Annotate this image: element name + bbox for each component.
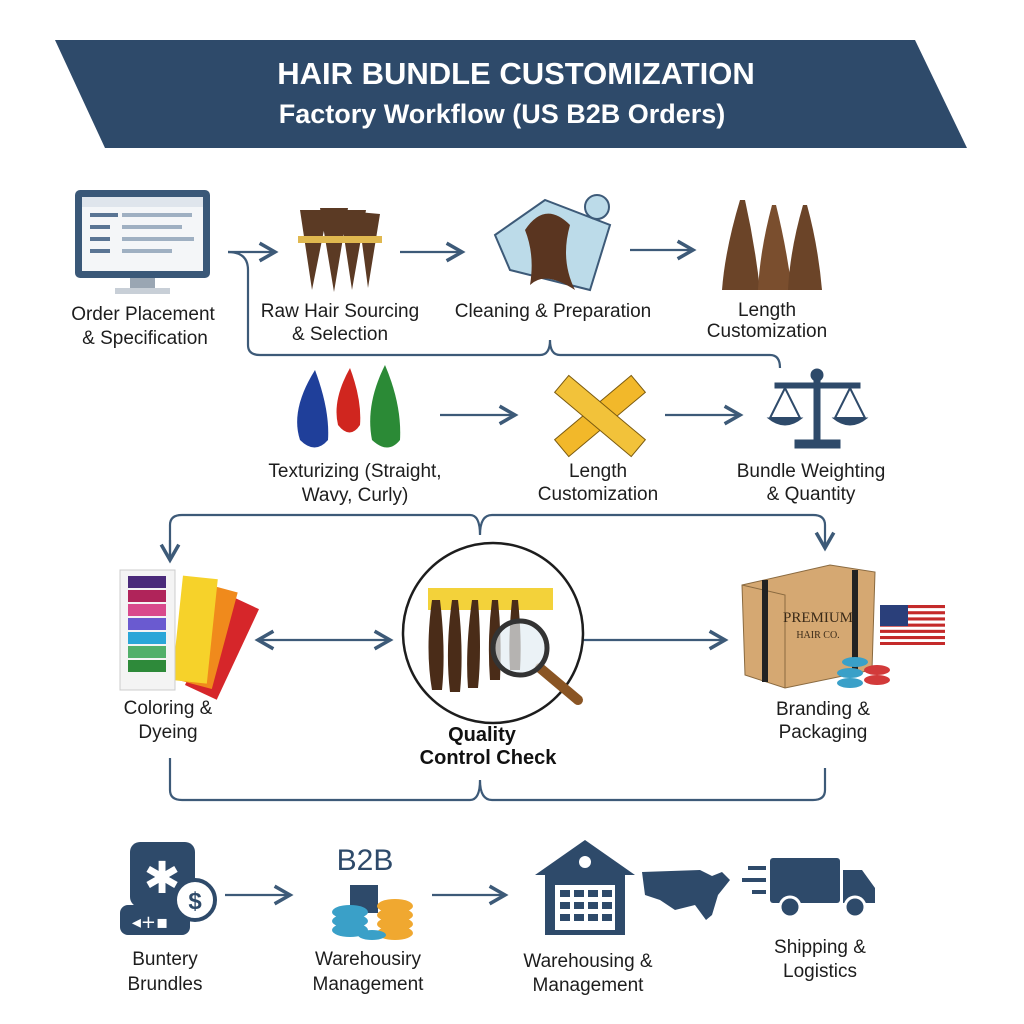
connector-row1-row2: [227, 250, 782, 369]
shipping-label-1: Shipping &: [774, 937, 866, 958]
bracket-row2-row3: [168, 513, 836, 560]
raw-label-2: & Selection: [292, 324, 388, 345]
order-label-1: Order Placement: [71, 304, 215, 325]
connectors: [159, 239, 836, 906]
washing-hair-icon: [493, 194, 612, 292]
color-drops-icon: [297, 365, 401, 448]
length2-label-1: Length: [569, 461, 627, 482]
warehouse-icon: [535, 840, 635, 935]
length2-label-2: Customization: [538, 484, 658, 505]
box-brand-text-2: HAIR CO.: [796, 630, 839, 641]
cleaning-label: Cleaning & Preparation: [455, 301, 651, 322]
svg-text:◂+▪: ◂+▪: [132, 912, 168, 933]
bracket-row3: [168, 758, 827, 802]
warehousing-label-2: Management: [533, 975, 645, 996]
coloring-label-2: Dyeing: [138, 722, 197, 743]
branding-label-2: Packaging: [779, 722, 868, 743]
warehousing-label-1: Warehousing &: [523, 951, 653, 972]
shipping-label-2: Logistics: [783, 961, 857, 982]
length1-label-1: Length: [738, 300, 796, 321]
coin-stacks-icon: B2B: [332, 844, 413, 940]
banner-subtitle: Factory Workflow (US B2B Orders): [279, 99, 726, 129]
us-map-icon: [642, 870, 730, 920]
truck-icon: [742, 858, 875, 919]
qc-label-1: Quality: [448, 724, 517, 746]
buntery-label-1: Buntery: [132, 949, 198, 970]
banner-title: HAIR BUNDLE CUSTOMIZATION: [277, 56, 755, 91]
warehousiry-label-1: Warehousiry: [315, 949, 421, 970]
gear-dollar-icon: ✱ ◂+▪ $: [120, 842, 217, 935]
buntery-label-2: Brundles: [128, 974, 203, 995]
qc-label-2: Control Check: [420, 747, 558, 769]
magnifier-icon: [401, 541, 585, 725]
weighting-label-1: Bundle Weighting: [737, 461, 886, 482]
coloring-label-1: Coloring &: [124, 698, 213, 719]
box-brand-text-1: PREMIUM: [783, 610, 853, 626]
warehousiry-label-2: Management: [313, 974, 425, 995]
measuring-tape-icon: [553, 374, 647, 458]
package-box-icon: PREMIUM HAIR CO.: [741, 564, 890, 689]
branding-label-1: Branding &: [776, 699, 870, 720]
hair-lengths-icon: [722, 200, 822, 290]
b2b-badge: B2B: [337, 844, 394, 877]
color-swatch-icon: [119, 569, 259, 700]
balance-scale-icon: [766, 368, 869, 449]
raw-label-1: Raw Hair Sourcing: [261, 301, 419, 322]
texturizing-label-1: Texturizing (Straight,: [268, 461, 441, 482]
texturizing-label-2: Wavy, Curly): [302, 485, 409, 506]
weighting-label-2: & Quantity: [767, 484, 856, 505]
title-banner: HAIR BUNDLE CUSTOMIZATION Factory Workfl…: [55, 40, 967, 148]
computer-monitor-icon: [75, 190, 210, 294]
hair-bundles-icon: [298, 208, 382, 292]
order-label-2: & Specification: [82, 328, 208, 349]
svg-text:$: $: [188, 888, 202, 915]
length1-label-2: Customization: [707, 321, 827, 342]
us-flag-icon: [880, 605, 945, 645]
